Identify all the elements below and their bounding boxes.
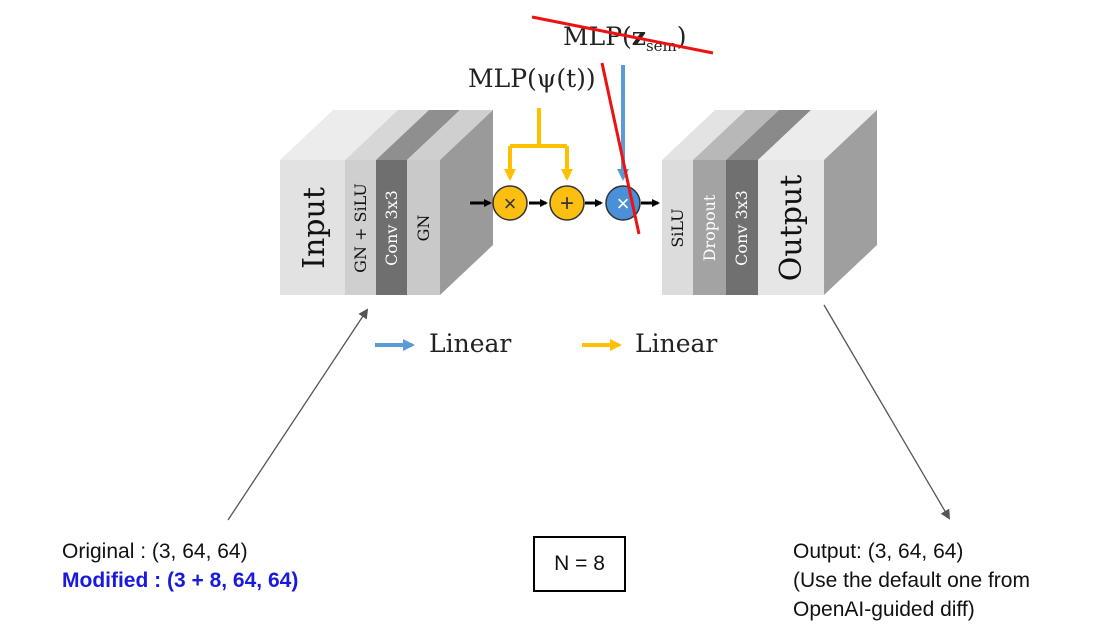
svg-text:MLP(zsem): MLP(zsem) — [563, 22, 687, 55]
output-block: SiLU Dropout Conv 3x3 Output — [662, 110, 877, 295]
input-block: Input GN + SiLU Conv 3x3 GN — [280, 110, 493, 295]
output-shape-note: Output: (3, 64, 64) — [793, 540, 964, 563]
mlp-zsem-z: z — [632, 22, 646, 51]
add-symbol: + — [560, 190, 574, 217]
n-value-label: N = 8 — [554, 552, 605, 575]
legend-blue-label: Linear — [429, 329, 511, 358]
output-layer-dropout: Dropout — [700, 194, 719, 261]
output-source-note: OpenAI-guided diff) — [793, 598, 975, 621]
add-operator: + — [549, 185, 585, 221]
modified-shape-note: Modified : (3 + 8, 64, 64) — [62, 569, 299, 592]
strike-line-label — [531, 15, 714, 55]
legend-yellow-label: Linear — [635, 329, 717, 358]
legend-yellow: Linear — [582, 329, 717, 358]
multiply-symbol: × — [504, 191, 517, 216]
output-layer-conv: Conv 3x3 — [732, 190, 751, 266]
input-title: Input — [297, 187, 332, 269]
output-title: Output — [774, 175, 809, 282]
input-annotation-arrow — [227, 308, 369, 521]
input-layer-gn-silu: GN + SiLU — [351, 183, 370, 273]
multiply-operator-1: × — [492, 185, 528, 221]
strike-line-branch — [600, 62, 641, 235]
n-value-box: N = 8 — [533, 536, 626, 592]
output-annotation-arrow — [823, 304, 951, 520]
input-layer-conv: Conv 3x3 — [382, 190, 401, 266]
legend-blue: Linear — [375, 329, 511, 358]
output-layer-silu: SiLU — [668, 208, 687, 247]
time-embedding-branch — [504, 108, 573, 181]
mlp-zsem-suffix: ) — [677, 22, 687, 51]
original-shape-note: Original : (3, 64, 64) — [62, 540, 248, 563]
multiply-symbol-blue: × — [617, 191, 630, 216]
output-default-note: (Use the default one from — [793, 569, 1030, 592]
mlp-zsem-label: MLP(zsem) — [563, 22, 687, 55]
mlp-psi-label: MLP(ψ(t)) — [468, 64, 596, 93]
input-layer-gn: GN — [414, 215, 433, 242]
